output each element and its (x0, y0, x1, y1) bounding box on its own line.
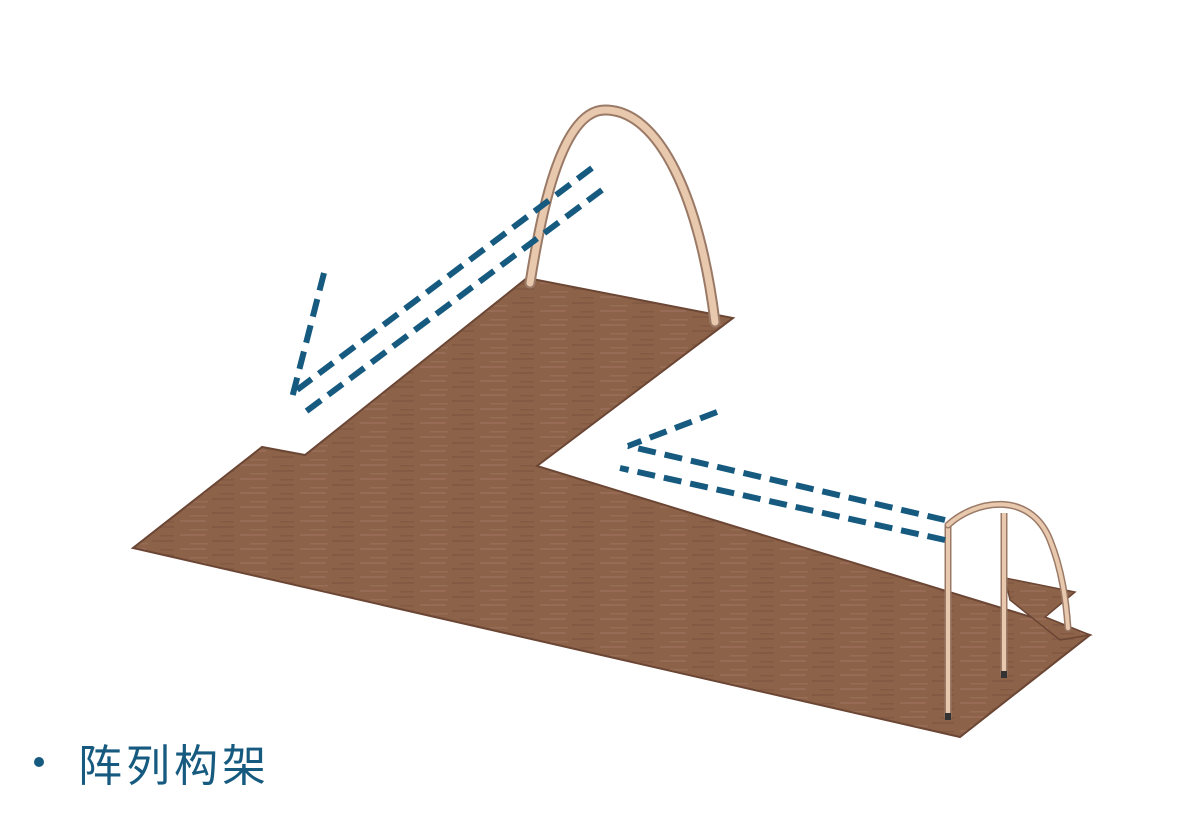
caption-text: 阵列构架 (78, 741, 270, 792)
bullet-icon (34, 757, 44, 767)
array-arrow-left (289, 165, 604, 419)
arch-frame-front (944, 500, 1072, 720)
floor-slab (130, 276, 1093, 739)
caption: 阵列构架 (34, 730, 270, 794)
array-arrow-right (619, 409, 946, 543)
floor-notch (1004, 577, 1093, 641)
arch-frame-back-face (526, 106, 719, 326)
